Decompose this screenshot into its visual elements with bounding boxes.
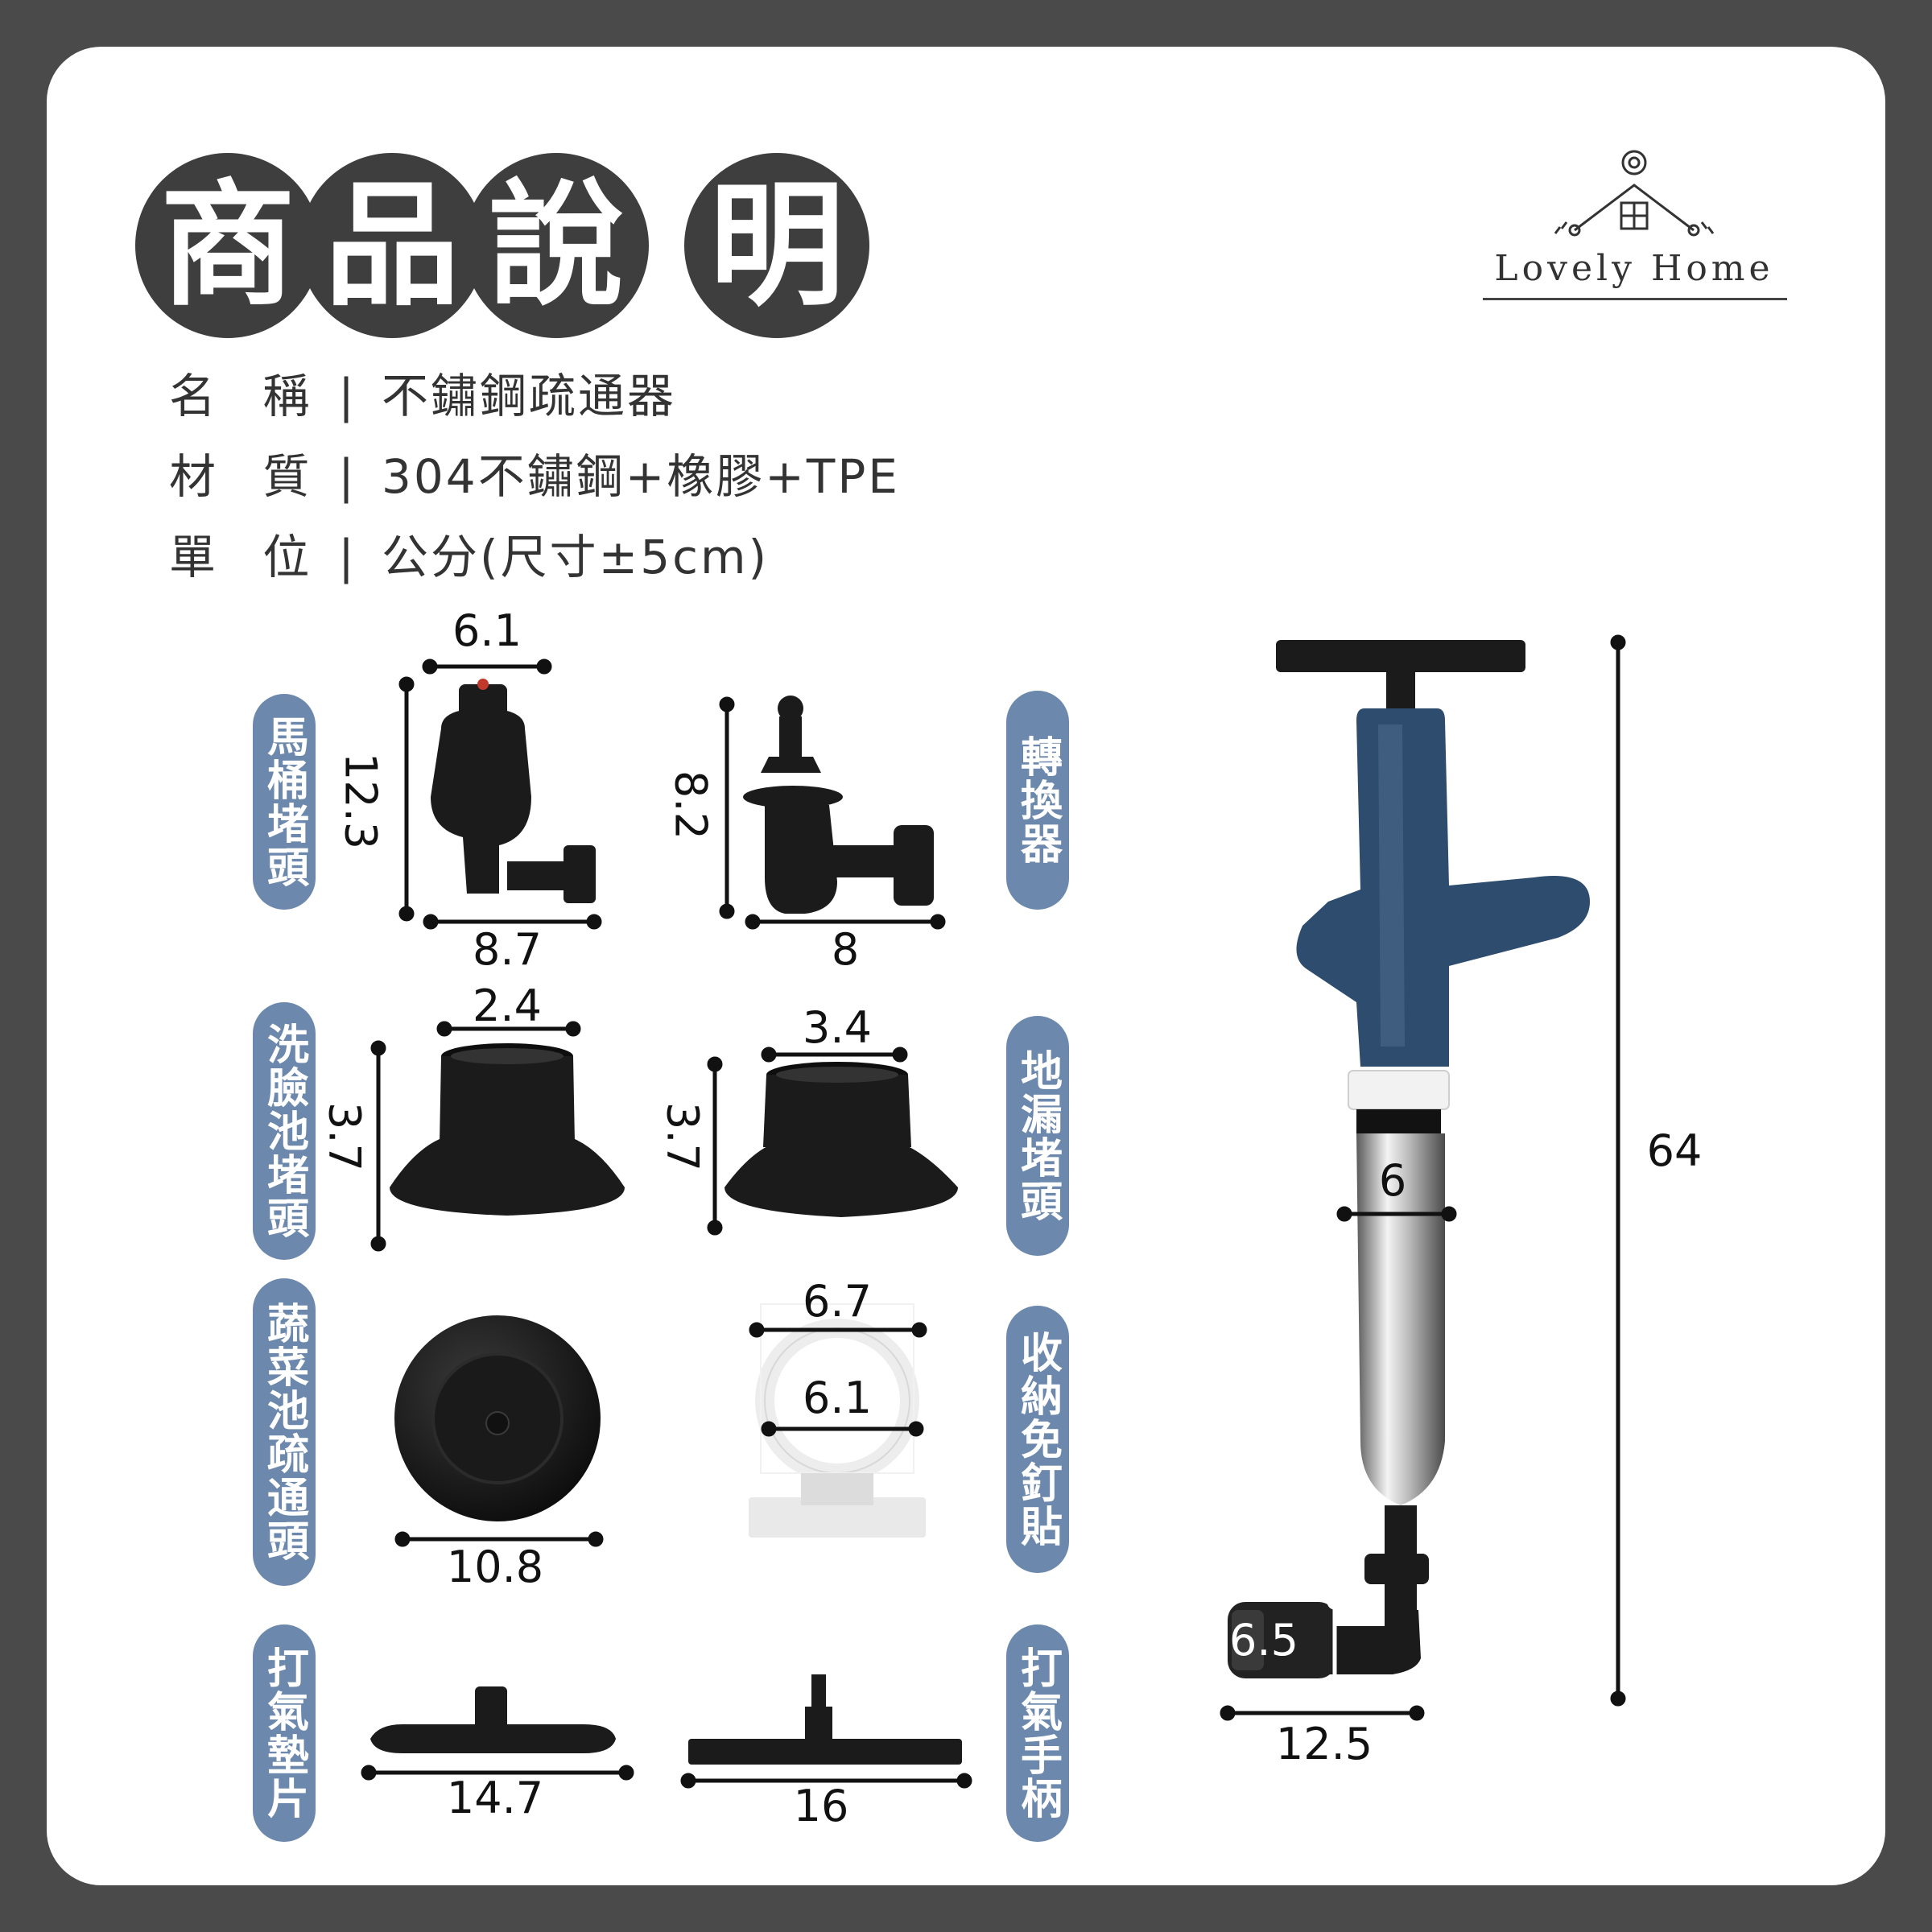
dim-toilet-width-bottom: 8.7 (473, 924, 542, 975)
label-pump-pad: 打氣墊片 (253, 1624, 316, 1842)
product-card (47, 47, 1885, 1885)
spec-separator: | (338, 369, 354, 423)
title-char-3: 說 (464, 153, 649, 338)
label-storage-hook: 收納免釘貼 (1006, 1306, 1069, 1573)
label-sink-head: 蔬菜池疏通頭 (253, 1278, 316, 1586)
label-text: 收納免釘貼 (1013, 1331, 1062, 1548)
spec-separator: | (338, 530, 354, 584)
floor-drain-plug-head (724, 1062, 958, 1217)
title-char-4: 明 (684, 153, 869, 338)
dimension-lines (361, 634, 1626, 1789)
label-adapter: 轉換器 (1006, 691, 1069, 910)
label-text: 打氣墊片 (259, 1646, 308, 1820)
label-toilet-head: 馬桶堵頭 (253, 694, 316, 910)
dim-floor-drain-height: 3.7 (657, 1102, 708, 1171)
dim-washbasin-height: 3.7 (319, 1102, 370, 1171)
title-char-2: 品 (299, 153, 485, 338)
label-washbasin-head: 洗臉池堵頭 (253, 1002, 316, 1260)
brand-logo: Lovely Home (1481, 145, 1787, 306)
dim-sink-width: 10.8 (446, 1542, 544, 1592)
spec-material-row: 材 質| 304不鏽鋼+橡膠+TPE (169, 444, 900, 509)
label-floor-drain-head: 地漏堵頭 (1006, 1016, 1069, 1256)
dim-hook-outer: 6.7 (803, 1276, 872, 1327)
dim-tool-tip: 6.5 (1229, 1615, 1298, 1666)
spec-key: 名 稱 (169, 369, 326, 423)
pump-handle-part (688, 1674, 962, 1765)
spec-unit-row: 單 位| 公分(尺寸±5cm) (169, 525, 769, 589)
label-text: 轉換器 (1013, 735, 1062, 865)
dim-toilet-height: 12.3 (335, 752, 386, 850)
spec-key: 材 質 (169, 449, 326, 504)
brand-underline (1483, 298, 1787, 300)
label-text: 馬桶堵頭 (259, 715, 308, 889)
dim-pump-pad-width: 14.7 (446, 1773, 544, 1823)
label-text: 打氣手柄 (1013, 1646, 1062, 1820)
label-pump-handle: 打氣手柄 (1006, 1624, 1069, 1842)
dim-floor-drain-width: 3.4 (803, 1002, 872, 1053)
tool-tip-dimension (1327, 1594, 1343, 1678)
pump-pad-part (370, 1686, 616, 1753)
dim-washbasin-width: 2.4 (473, 980, 542, 1031)
toilet-plug-head (431, 679, 596, 903)
dim-hook-inner: 6.1 (803, 1373, 872, 1423)
label-text: 蔬菜池疏通頭 (259, 1302, 308, 1563)
spec-key: 單 位 (169, 530, 326, 584)
sink-plunger-head (394, 1315, 601, 1521)
brand-name: Lovely Home (1494, 248, 1774, 289)
label-text: 地漏堵頭 (1013, 1049, 1062, 1223)
dim-toilet-width-top: 6.1 (452, 605, 522, 656)
dim-adapter-height: 8.2 (665, 770, 716, 840)
dim-tool-bottom-width: 12.5 (1275, 1719, 1373, 1769)
dim-adapter-width: 8 (831, 924, 860, 975)
dim-tool-height: 64 (1646, 1125, 1703, 1176)
dim-tool-diameter: 6 (1378, 1155, 1407, 1206)
spec-value: 不鏽鋼疏通器 (382, 369, 677, 423)
dim-pump-handle-width: 16 (793, 1781, 849, 1831)
spec-value: 304不鏽鋼+橡膠+TPE (382, 449, 900, 504)
main-pump-tool (1228, 640, 1590, 1678)
spec-name-row: 名 稱| 不鏽鋼疏通器 (169, 364, 676, 428)
label-text: 洗臉池堵頭 (259, 1022, 308, 1240)
adapter-part (743, 696, 934, 914)
house-keys-icon (1554, 150, 1715, 237)
spec-value: 公分(尺寸±5cm) (382, 530, 770, 584)
spec-separator: | (338, 449, 354, 504)
title-char-1: 商 (135, 153, 320, 338)
washbasin-plug-head (390, 1043, 625, 1216)
